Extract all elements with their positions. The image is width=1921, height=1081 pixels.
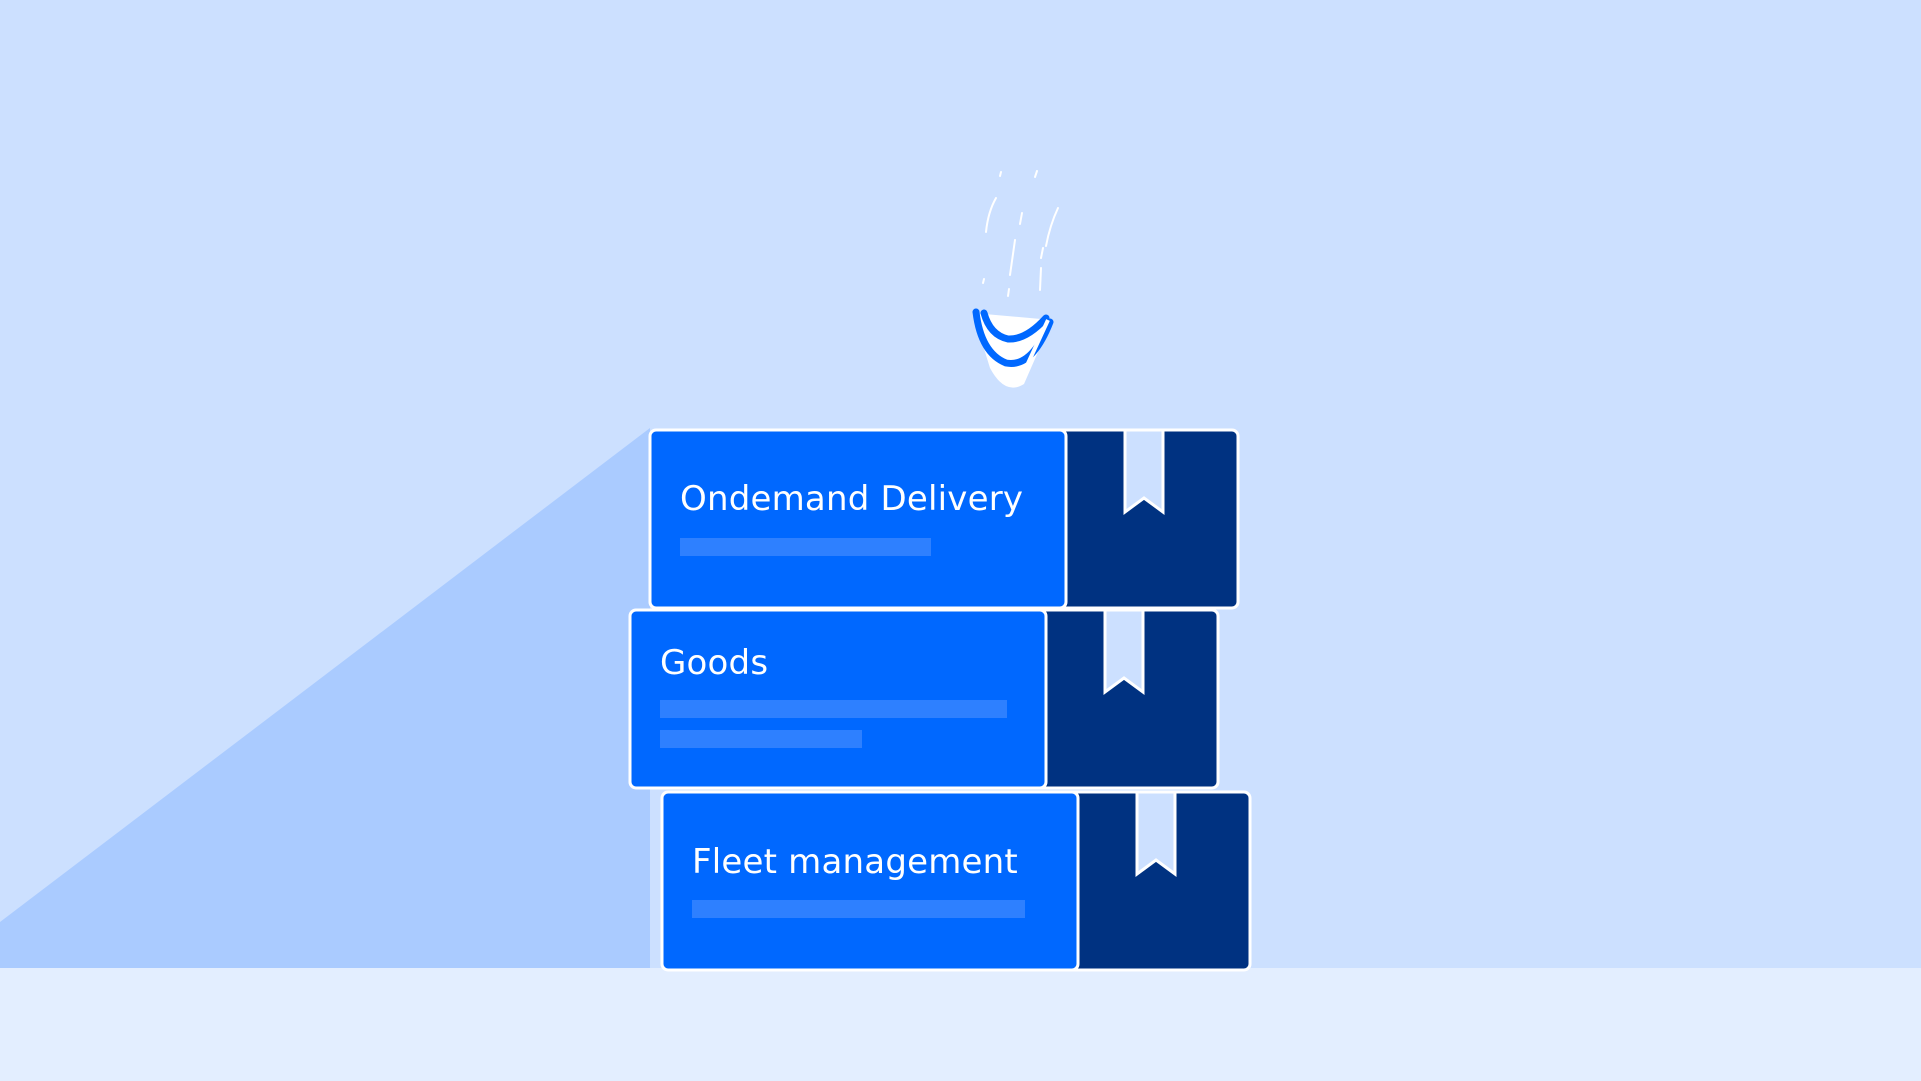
placeholder-line [660,730,862,748]
box-goods: Goods [628,608,1220,790]
bookmark-ribbon [1135,790,1177,877]
bookmark-ribbon [1123,428,1165,515]
floor [0,968,1921,1081]
box-front [660,790,1080,972]
motion-lines [982,170,1059,297]
placeholder-line [660,700,1007,718]
box-label-ondemand-delivery: Ondemand Delivery [680,479,1023,519]
bookmark-ribbon [1103,608,1145,695]
placeholder-line [692,900,1025,918]
box-ondemand-delivery: Ondemand Delivery [648,428,1240,610]
box-label-fleet-management: Fleet management [692,842,1018,882]
placeholder-line [680,538,931,556]
box-fleet-management: Fleet management [660,790,1252,972]
diagonal-shadow [0,428,650,968]
box-front [648,428,1068,610]
box-label-goods: Goods [660,643,768,683]
box-front [628,608,1048,790]
falling-v-logo-icon [972,308,1054,388]
